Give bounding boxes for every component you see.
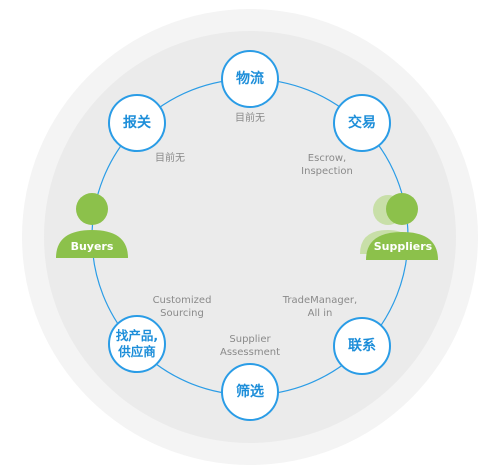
- node-trade[interactable]: 交易: [333, 94, 391, 152]
- buyers-label: Buyers: [70, 240, 114, 253]
- caption-customs-status: 目前无: [155, 153, 185, 164]
- caption-escrow-line2: Inspection: [301, 166, 353, 177]
- caption-assessment-line2: Assessment: [220, 347, 280, 358]
- node-find-line1: 找产品,: [115, 328, 159, 343]
- suppliers-label: Suppliers: [373, 240, 433, 253]
- node-find-line2: 供应商: [118, 344, 156, 359]
- node-screen-label: 筛选: [236, 384, 264, 400]
- caption-assessment: Supplier Assessment: [210, 333, 290, 359]
- caption-trademanager-line1: TradeManager,: [282, 295, 358, 306]
- caption-sourcing-line1: Customized: [152, 295, 212, 306]
- caption-escrow: Escrow, Inspection: [292, 152, 362, 178]
- node-logistics[interactable]: 物流: [221, 50, 279, 108]
- node-customs[interactable]: 报关: [108, 94, 166, 152]
- caption-sourcing-line2: Sourcing: [160, 308, 204, 319]
- node-contact[interactable]: 联系: [333, 317, 391, 375]
- caption-trademanager-line2: All in: [307, 308, 333, 319]
- node-contact-label: 联系: [348, 338, 376, 354]
- buyers-person-icon: [56, 193, 128, 258]
- caption-logistics-status: 目前无: [235, 113, 265, 124]
- node-find-products[interactable]: 找产品, 供应商: [108, 315, 166, 373]
- caption-assessment-line1: Supplier: [229, 334, 271, 345]
- caption-trademanager: TradeManager, All in: [272, 294, 368, 320]
- node-logistics-label: 物流: [236, 71, 264, 87]
- node-trade-label: 交易: [348, 115, 376, 131]
- node-screen[interactable]: 筛选: [221, 363, 279, 421]
- suppliers-person-icon: [360, 193, 438, 260]
- node-customs-label: 报关: [123, 115, 151, 131]
- caption-escrow-line1: Escrow,: [307, 153, 347, 164]
- caption-sourcing: Customized Sourcing: [142, 294, 222, 320]
